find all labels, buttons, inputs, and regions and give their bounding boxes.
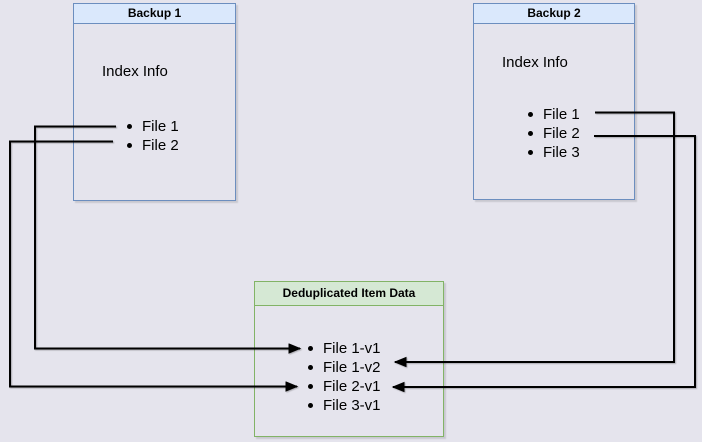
bullet-icon <box>528 112 533 117</box>
dedup-node: Deduplicated Item Data File 1-v1 File 1-… <box>254 281 444 437</box>
backup2-subtitle: Index Info <box>502 54 568 71</box>
file-label: File 1-v2 <box>323 359 381 376</box>
file-label: File 2-v1 <box>323 378 381 395</box>
list-item: File 2 <box>127 136 179 155</box>
backup1-subtitle: Index Info <box>102 63 168 80</box>
list-item: File 1-v1 <box>308 339 381 358</box>
backup1-node: Backup 1 Index Info File 1 File 2 <box>73 3 236 201</box>
list-item: File 1 <box>528 105 580 124</box>
bullet-icon <box>308 384 313 389</box>
file-label: File 1 <box>142 118 179 135</box>
list-item: File 3 <box>528 143 580 162</box>
list-item: File 1-v2 <box>308 358 381 377</box>
file-label: File 1-v1 <box>323 340 381 357</box>
dedup-title: Deduplicated Item Data <box>255 282 443 306</box>
backup1-file-list: File 1 File 2 <box>127 117 179 155</box>
file-label: File 2 <box>543 125 580 142</box>
list-item: File 3-v1 <box>308 396 381 415</box>
bullet-icon <box>127 143 132 148</box>
bullet-icon <box>127 124 132 129</box>
backup2-title: Backup 2 <box>474 4 634 24</box>
backup2-file-list: File 1 File 2 File 3 <box>528 105 580 162</box>
list-item: File 1 <box>127 117 179 136</box>
file-label: File 2 <box>142 137 179 154</box>
backup1-title: Backup 1 <box>74 4 235 24</box>
file-label: File 1 <box>543 106 580 123</box>
dedup-file-list: File 1-v1 File 1-v2 File 2-v1 File 3-v1 <box>308 339 381 415</box>
bullet-icon <box>308 346 313 351</box>
list-item: File 2 <box>528 124 580 143</box>
bullet-icon <box>308 403 313 408</box>
bullet-icon <box>528 150 533 155</box>
bullet-icon <box>308 365 313 370</box>
file-label: File 3-v1 <box>323 397 381 414</box>
list-item: File 2-v1 <box>308 377 381 396</box>
file-label: File 3 <box>543 144 580 161</box>
bullet-icon <box>528 131 533 136</box>
backup2-node: Backup 2 Index Info File 1 File 2 File 3 <box>473 3 635 200</box>
